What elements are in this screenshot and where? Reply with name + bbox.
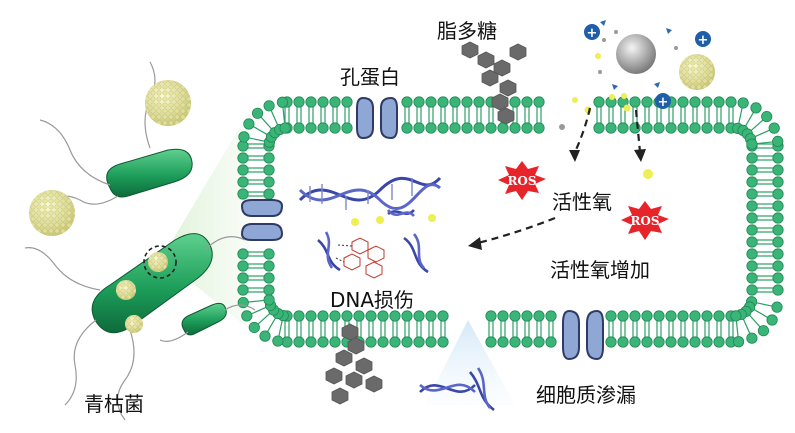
svg-text:ROS: ROS bbox=[507, 174, 536, 188]
leakage-cone bbox=[425, 320, 515, 405]
svg-text:+: + bbox=[658, 95, 669, 110]
porin-left bbox=[240, 199, 284, 241]
nanoparticle-4 bbox=[125, 315, 143, 333]
svg-text:+: + bbox=[587, 26, 598, 41]
zoom-cone bbox=[162, 110, 250, 330]
arrow-to-dna bbox=[468, 216, 556, 250]
ros-dot bbox=[572, 97, 578, 103]
porin-bottom bbox=[562, 309, 604, 361]
ros-dot bbox=[376, 216, 384, 224]
zoom-circle bbox=[143, 245, 177, 279]
nanoparticle-3 bbox=[116, 280, 136, 300]
charge-symbol-2: + bbox=[695, 31, 711, 48]
dna-strand-small bbox=[387, 209, 415, 217]
ros-dot bbox=[559, 124, 565, 130]
arrow-entry-1 bbox=[569, 107, 592, 162]
leakage-label: 细胞质渗漏 bbox=[536, 383, 636, 407]
particle-fragments bbox=[595, 20, 678, 99]
svg-text:ROS: ROS bbox=[630, 214, 659, 228]
charge-symbol-1: + bbox=[584, 24, 600, 41]
nanoparticle-6 bbox=[679, 54, 715, 90]
lps-label: 脂多糖 bbox=[437, 19, 497, 43]
bacteria-label: 青枯菌 bbox=[84, 392, 144, 416]
silver-nanoparticle bbox=[616, 34, 656, 74]
nanoparticle-1 bbox=[145, 80, 191, 126]
porin-label: 孔蛋白 bbox=[340, 65, 400, 89]
svg-text:+: + bbox=[698, 33, 709, 48]
lps-chain-bottom bbox=[325, 323, 383, 405]
ros-badge-2: ROS bbox=[621, 201, 669, 240]
dna-leaked bbox=[419, 367, 495, 412]
cell-membrane bbox=[237, 96, 784, 348]
dna-damage-label: DNA损伤 bbox=[330, 288, 415, 312]
ros-dot bbox=[609, 94, 615, 100]
dna-strand-large bbox=[298, 176, 442, 210]
ros-dot bbox=[643, 169, 653, 179]
molecule-structure bbox=[335, 237, 385, 279]
ros-increase-label: 活性氧增加 bbox=[550, 258, 650, 282]
lps-chain-top bbox=[461, 41, 527, 125]
dna-damaged bbox=[317, 231, 341, 272]
ros-dot bbox=[623, 104, 631, 112]
porin-top bbox=[356, 96, 398, 140]
dna-strand-broken bbox=[403, 233, 429, 274]
ros-dot bbox=[351, 218, 359, 226]
bacterium-top bbox=[106, 148, 193, 198]
charge-symbol-3: + bbox=[655, 93, 671, 110]
nanoparticle-2 bbox=[29, 190, 75, 236]
arrow-entry-2 bbox=[634, 109, 646, 162]
ros-dot bbox=[428, 214, 436, 222]
nanoparticle-5 bbox=[148, 252, 168, 272]
ros-label: 活性氧 bbox=[552, 190, 612, 214]
bacterium-small bbox=[181, 302, 227, 336]
ros-badge-1: ROS bbox=[498, 161, 546, 200]
